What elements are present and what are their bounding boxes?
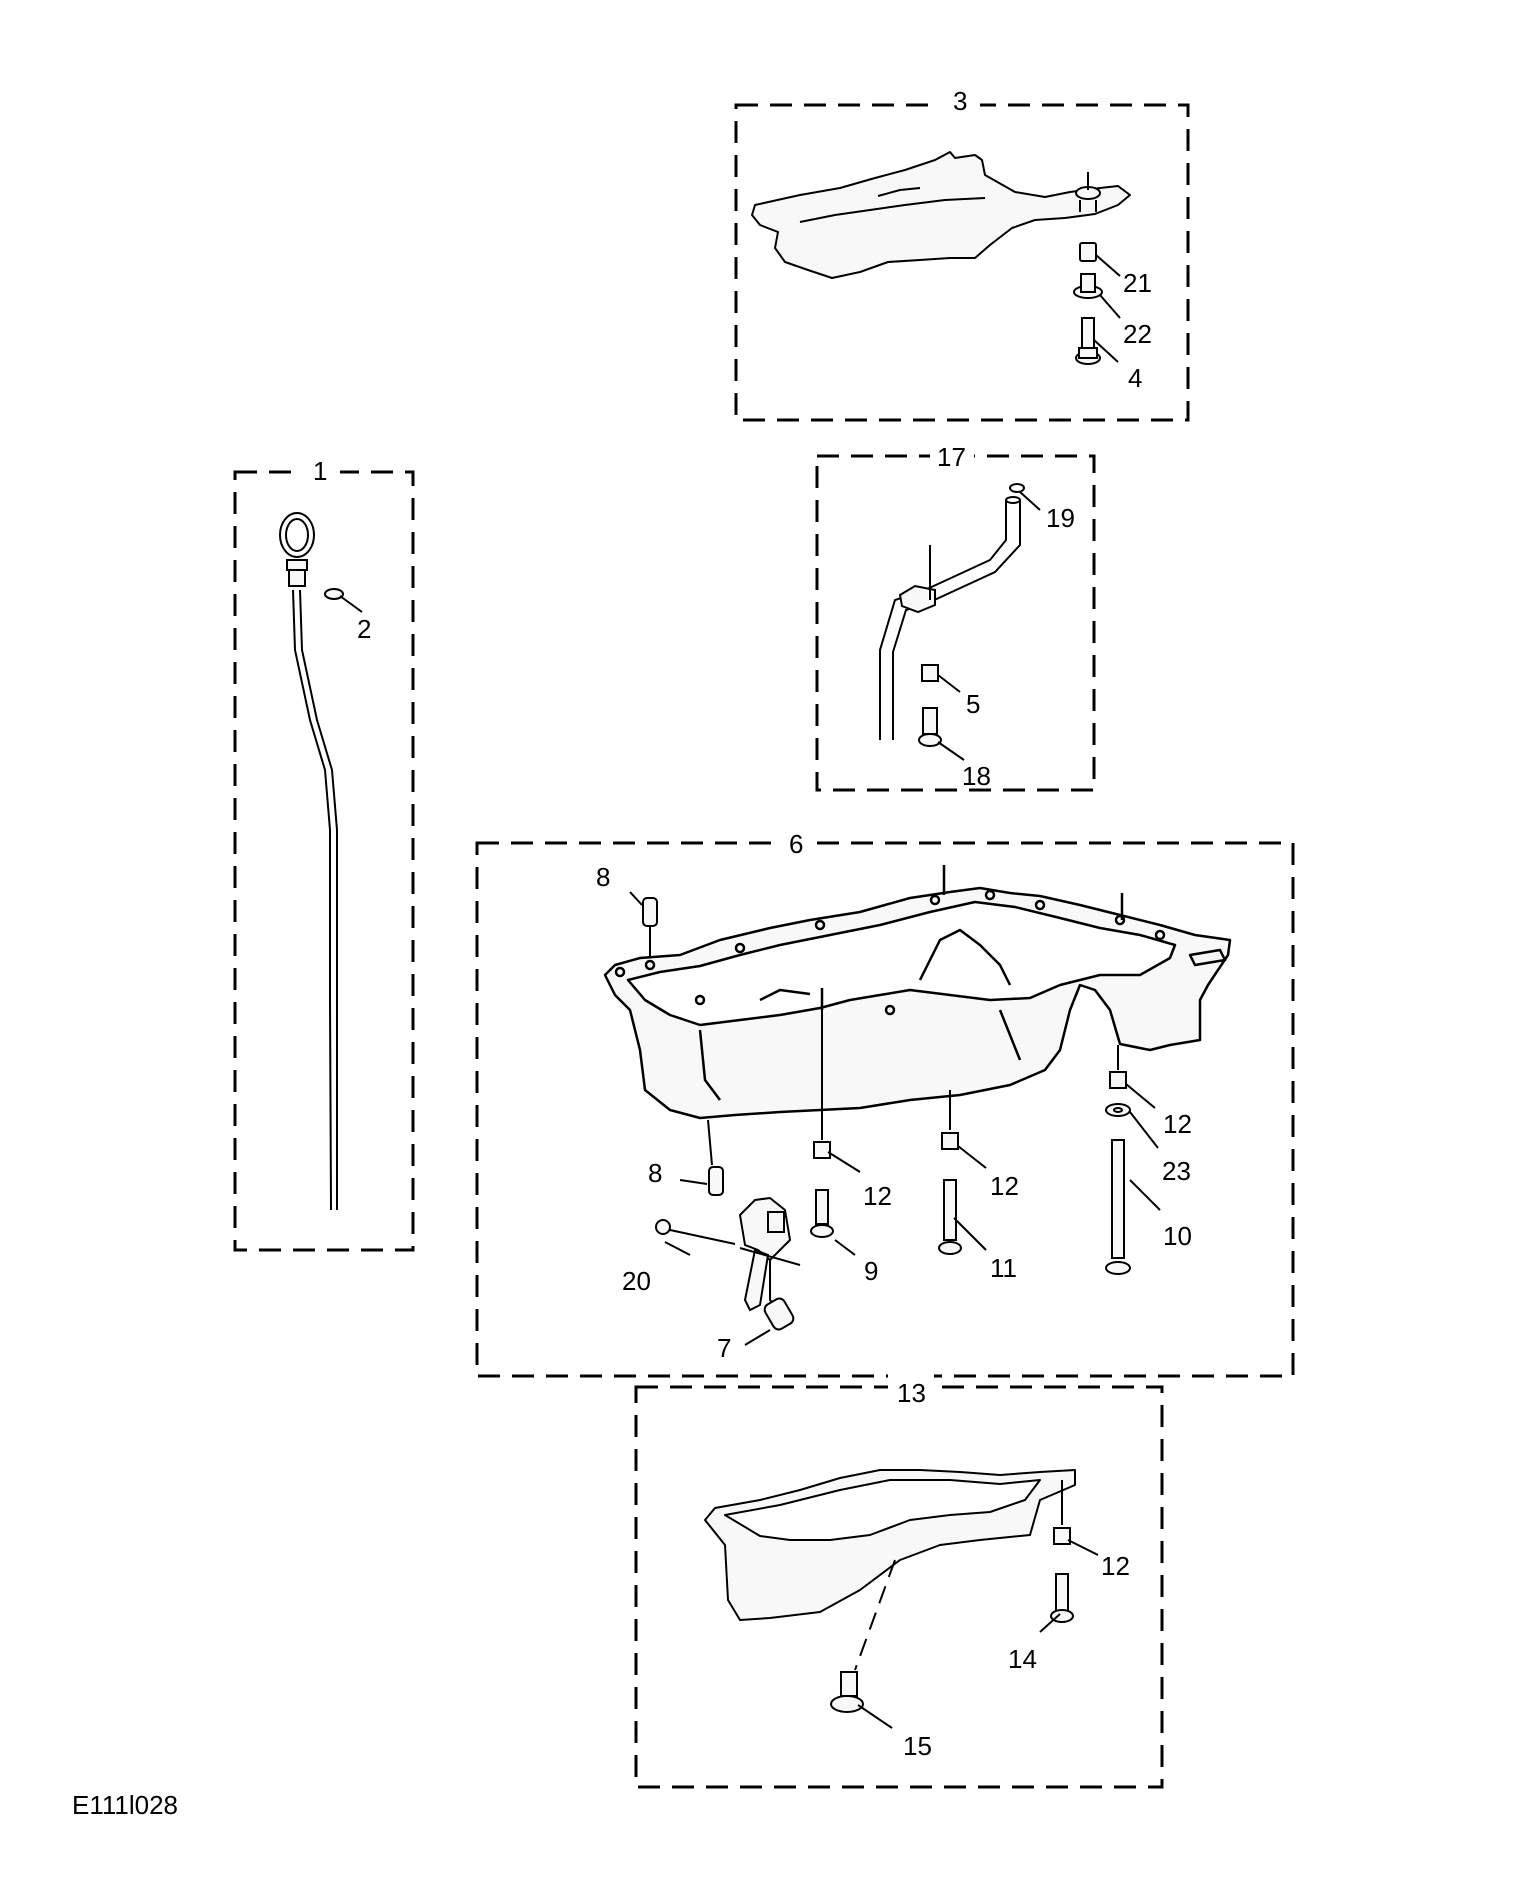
callout-15: 15 bbox=[903, 1731, 932, 1761]
callout-3: 3 bbox=[953, 86, 967, 116]
group-box-1 bbox=[233, 470, 415, 1252]
callout-14: 14 bbox=[1008, 1644, 1037, 1674]
callout-12-d: 12 bbox=[1101, 1551, 1130, 1581]
oil-pan-bolts bbox=[810, 1010, 1131, 1275]
heat-shield bbox=[751, 151, 1131, 279]
callout-19: 19 bbox=[1046, 503, 1075, 533]
callout-7: 7 bbox=[717, 1333, 731, 1363]
callout-21: 21 bbox=[1123, 268, 1152, 298]
callout-4: 4 bbox=[1128, 363, 1142, 393]
callout-18: 18 bbox=[962, 761, 991, 791]
callout-9: 9 bbox=[864, 1256, 878, 1286]
oil-pan-dowels bbox=[642, 897, 724, 1196]
leader-lines bbox=[339, 254, 1161, 1729]
callout-12-c: 12 bbox=[1163, 1109, 1192, 1139]
callout-5: 5 bbox=[966, 689, 980, 719]
callout-12-b: 12 bbox=[990, 1171, 1019, 1201]
heat-shield-fasteners bbox=[1073, 242, 1103, 365]
lower-pan-fasteners bbox=[830, 1527, 1074, 1713]
callout-17: 17 bbox=[937, 442, 966, 472]
callout-6: 6 bbox=[789, 829, 803, 859]
callout-8-bottom: 8 bbox=[648, 1158, 662, 1188]
oil-pan-lower bbox=[704, 1469, 1076, 1621]
callout-13: 13 bbox=[897, 1378, 926, 1408]
callout-22: 22 bbox=[1123, 319, 1152, 349]
callout-23: 23 bbox=[1162, 1156, 1191, 1186]
callout-11: 11 bbox=[990, 1253, 1017, 1283]
callout-1: 1 bbox=[313, 456, 327, 486]
callout-8-top: 8 bbox=[596, 862, 610, 892]
oil-pickup bbox=[655, 1196, 801, 1331]
dipstick-tube bbox=[879, 483, 1025, 747]
group-box-6 bbox=[475, 841, 1295, 1378]
callout-10: 10 bbox=[1163, 1221, 1192, 1251]
callout-20: 20 bbox=[622, 1266, 651, 1296]
oil-pan-upper bbox=[603, 865, 1232, 1120]
callout-12-a: 12 bbox=[863, 1181, 892, 1211]
group-box-13 bbox=[634, 1385, 1164, 1789]
diagram-reference-code: E111l028 bbox=[72, 1790, 179, 1820]
dipstick bbox=[279, 512, 344, 1211]
callout-labels: 3 21 22 4 1 2 17 19 5 18 6 8 8 20 9 7 12… bbox=[313, 86, 1192, 1761]
callout-2: 2 bbox=[357, 614, 371, 644]
